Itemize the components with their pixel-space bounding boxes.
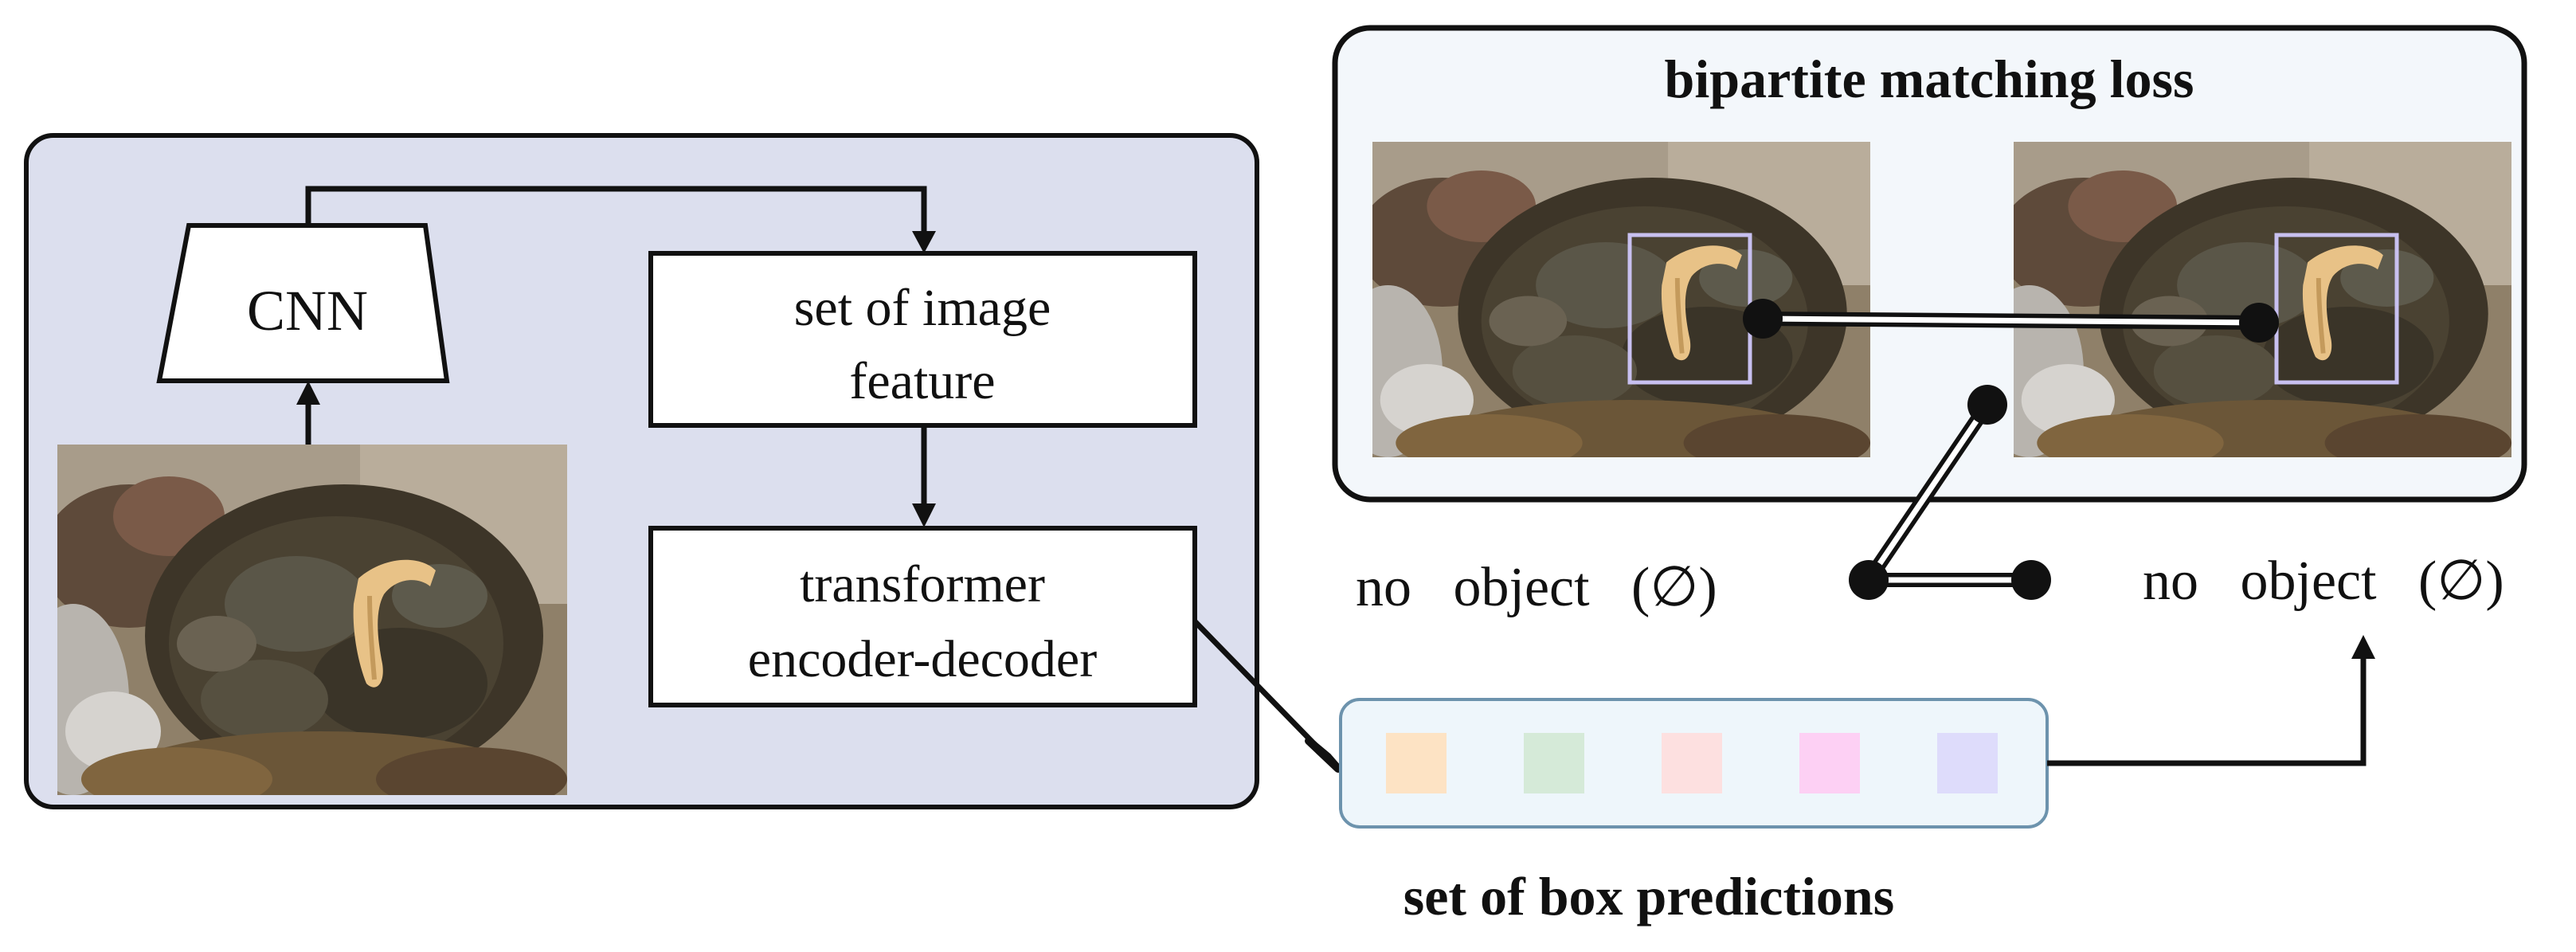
cnn-block [156, 223, 450, 383]
predictions-panel [1339, 698, 2049, 829]
prediction-slot [1937, 733, 1998, 793]
arrow-head-diagonal-icon [1305, 737, 1342, 773]
prediction-slot [1524, 733, 1584, 793]
prediction-slot [1386, 733, 1447, 793]
no-object-label-right: no object (∅) [2143, 550, 2504, 612]
predictions-caption: set of box predictions [1403, 866, 1894, 927]
input-image [18, 445, 567, 827]
matching-links [1743, 299, 2279, 600]
prediction-slot [1662, 733, 1722, 793]
feature-label-line1: set of image [794, 279, 1051, 337]
connector-cnn-to-features [305, 186, 927, 231]
prediction-slots [1386, 733, 1998, 793]
transformer-label-line2: encoder-decoder [748, 630, 1097, 688]
arrow-transformer-to-predictions [1192, 619, 1323, 753]
arrow-head-down-icon [912, 231, 936, 253]
matching-panel: bipartite matching loss [1332, 25, 2527, 503]
feature-label-line2: feature [849, 352, 995, 410]
transformer-label-line1: transformer [800, 555, 1045, 613]
match-dot-icon [2239, 303, 2279, 343]
arrow-head-down-icon [912, 503, 936, 527]
arrow-head-up-icon [2351, 635, 2375, 659]
match-dot-icon [1743, 299, 1783, 339]
no-object-label-left: no object (∅) [1356, 557, 1717, 618]
transformer-block [648, 526, 1197, 707]
matching-image-right [1975, 142, 2511, 486]
match-dot-icon [2011, 560, 2051, 600]
matching-title: bipartite matching loss [1665, 49, 2194, 109]
prediction-slot [1799, 733, 1860, 793]
cnn-label: CNN [247, 279, 368, 343]
arrow-head-up-icon [296, 381, 320, 405]
match-link-diagonal-inner [1866, 403, 1990, 582]
match-link-boxes-inner [1762, 315, 2260, 326]
connector-predictions-to-no-object [2047, 659, 2367, 766]
pipeline-panel: CNN set of image feature transformer enc… [18, 133, 1259, 827]
match-box-right [2274, 233, 2399, 385]
match-dot-icon [1849, 560, 1889, 600]
match-dot-icon [1967, 385, 2007, 425]
